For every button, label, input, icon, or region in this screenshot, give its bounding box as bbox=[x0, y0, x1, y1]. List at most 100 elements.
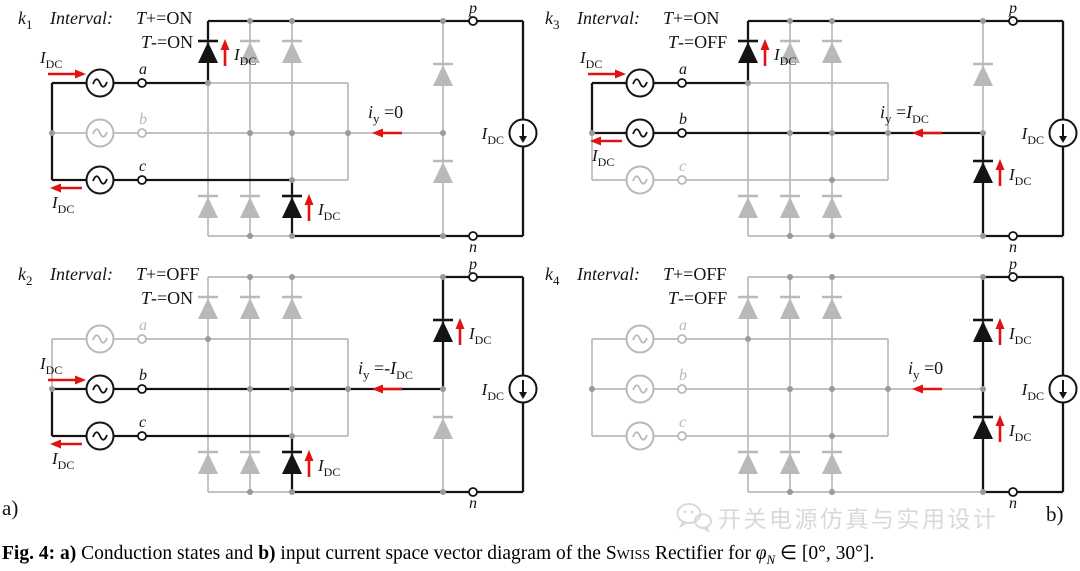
diode-current-label: IDC bbox=[317, 456, 340, 479]
interval-k-label: k3 bbox=[545, 8, 560, 32]
junction-dot bbox=[980, 386, 986, 392]
node-p bbox=[468, 16, 478, 26]
node-n-label: n bbox=[469, 239, 477, 255]
t-plus-state: T+=OFF bbox=[136, 264, 199, 284]
diode-icon bbox=[780, 197, 800, 218]
caption-phi-symbol: φN bbox=[755, 543, 776, 567]
ac-sine-glyph bbox=[92, 78, 108, 88]
iy-current-label: iy =0 bbox=[368, 102, 403, 126]
t-minus-state: T-=OFF bbox=[668, 288, 727, 308]
phase-label-c: c bbox=[679, 158, 686, 175]
junction-dot bbox=[745, 80, 751, 86]
diode-icon bbox=[282, 197, 302, 218]
interval-k-label: k2 bbox=[18, 264, 33, 288]
caption-text-a: Conduction states and bbox=[81, 543, 254, 564]
node-p-label: p bbox=[468, 0, 477, 17]
junction-dot bbox=[589, 130, 595, 136]
dc-source-arrowhead bbox=[519, 392, 527, 399]
diode-current-label: IDC bbox=[317, 200, 340, 223]
junction-dot bbox=[787, 489, 793, 495]
iy-current-label: iy =0 bbox=[908, 358, 943, 382]
current-arrowhead bbox=[372, 128, 383, 138]
ac-sine-glyph bbox=[632, 175, 648, 185]
current-arrowhead bbox=[50, 183, 61, 193]
junction-dot bbox=[980, 274, 986, 280]
interval-word: Interval: bbox=[576, 8, 640, 28]
junction-dot bbox=[289, 177, 295, 183]
t-plus-state: T+=ON bbox=[663, 8, 719, 28]
ac-sine-glyph bbox=[632, 78, 648, 88]
junction-dot bbox=[787, 130, 793, 136]
current-arrowhead bbox=[304, 194, 314, 205]
diode-icon bbox=[973, 162, 993, 183]
junction-dot bbox=[289, 130, 295, 136]
phase-node-b bbox=[677, 128, 687, 138]
junction-dot bbox=[247, 489, 253, 495]
current-arrowhead bbox=[995, 159, 1005, 170]
junction-dot bbox=[829, 386, 835, 392]
diode-current-label: IDC bbox=[1008, 165, 1031, 188]
subfigure-label-a: a) bbox=[2, 496, 19, 520]
current-arrowhead bbox=[455, 318, 465, 329]
return-current-label: IDC bbox=[591, 146, 614, 169]
node-n bbox=[1008, 231, 1018, 241]
junction-dot bbox=[247, 386, 253, 392]
junction-dot bbox=[829, 274, 835, 280]
ac-sine-glyph bbox=[632, 334, 648, 344]
phase-label-c: c bbox=[139, 158, 146, 175]
dc-source-arrowhead bbox=[1059, 392, 1067, 399]
junction-dot bbox=[787, 233, 793, 239]
junction-dot bbox=[289, 274, 295, 280]
diode-icon bbox=[282, 298, 302, 319]
current-arrowhead bbox=[615, 69, 626, 79]
diode-icon bbox=[433, 65, 453, 86]
node-n bbox=[468, 487, 478, 497]
current-arrowhead bbox=[995, 415, 1005, 426]
phase-node-a bbox=[677, 78, 687, 88]
interval-word: Interval: bbox=[576, 264, 640, 284]
interval-word: Interval: bbox=[49, 264, 113, 284]
diode-icon bbox=[240, 453, 260, 474]
ac-sine-glyph bbox=[632, 384, 648, 394]
ac-sine-glyph bbox=[92, 128, 108, 138]
input-current-label: IDC bbox=[579, 48, 602, 71]
current-arrowhead bbox=[590, 136, 601, 146]
input-current-label: IDC bbox=[39, 354, 62, 377]
caption-range: ∈ [0°, 30°]. bbox=[780, 543, 875, 564]
t-plus-state: T+=OFF bbox=[663, 264, 726, 284]
diode-icon bbox=[822, 197, 842, 218]
junction-dot bbox=[289, 386, 295, 392]
junction-dot bbox=[345, 130, 351, 136]
current-arrowhead bbox=[912, 128, 923, 138]
junction-dot bbox=[440, 274, 446, 280]
return-current-label: IDC bbox=[51, 193, 74, 216]
junction-dot bbox=[247, 130, 253, 136]
diode-icon bbox=[198, 453, 218, 474]
diode-icon bbox=[240, 42, 260, 63]
junction-dot bbox=[49, 130, 55, 136]
junction-dot bbox=[829, 18, 835, 24]
diode-icon bbox=[198, 298, 218, 319]
phase-node-a bbox=[677, 334, 687, 344]
junction-dot bbox=[289, 433, 295, 439]
current-arrowhead bbox=[912, 384, 923, 394]
diode-current-label: IDC bbox=[468, 324, 491, 347]
current-arrowhead bbox=[304, 450, 314, 461]
phase-node-b bbox=[137, 128, 147, 138]
junction-dot bbox=[49, 386, 55, 392]
current-arrowhead bbox=[995, 318, 1005, 329]
diode-icon bbox=[780, 42, 800, 63]
ac-sine-glyph bbox=[632, 128, 648, 138]
node-n bbox=[468, 231, 478, 241]
phase-label-a: a bbox=[139, 61, 147, 78]
junction-dot bbox=[829, 433, 835, 439]
junction-dot bbox=[885, 130, 891, 136]
t-minus-state: T-=ON bbox=[141, 32, 193, 52]
junction-dot bbox=[289, 489, 295, 495]
dc-source-arrowhead bbox=[1059, 136, 1067, 143]
phase-label-c: c bbox=[139, 414, 146, 431]
ac-sine-glyph bbox=[92, 431, 108, 441]
junction-dot bbox=[787, 386, 793, 392]
phase-label-b: b bbox=[139, 111, 147, 128]
caption-fig-number: Fig. 4: bbox=[2, 543, 56, 564]
